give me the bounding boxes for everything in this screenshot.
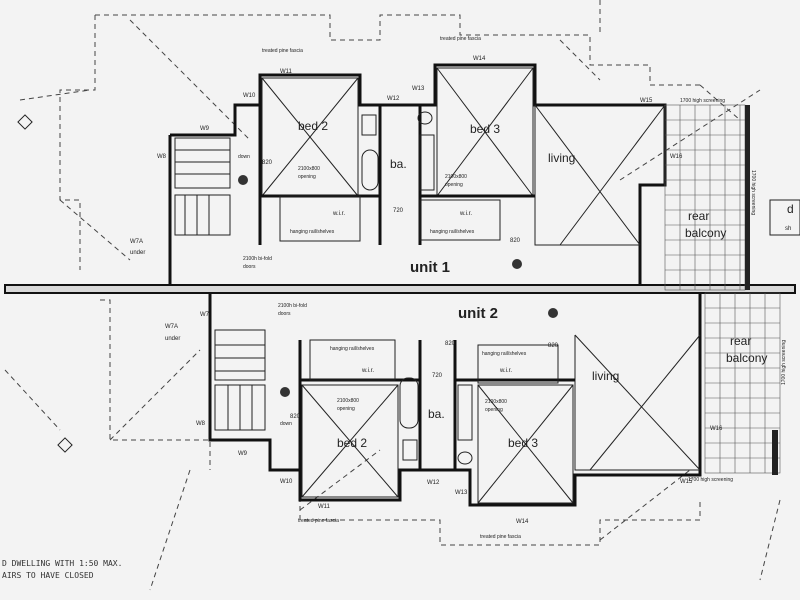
- unit2-title: unit 2: [458, 305, 498, 322]
- u2-w15: W15: [680, 479, 693, 485]
- unit1-balcony-label: balcony: [685, 226, 726, 240]
- u1-w8: W8: [157, 154, 167, 160]
- u1-w7a-under: under: [130, 250, 145, 256]
- unit2-balcony-grid: [704, 292, 781, 474]
- door-820-4: 820: [290, 414, 301, 420]
- unit1-title: unit 1: [410, 259, 450, 276]
- note-line-2: AIRS TO HAVE CLOSED: [2, 571, 94, 580]
- wir-1: w.i.r.: [332, 211, 345, 217]
- stair-down-2: down: [280, 421, 292, 427]
- u1-w9: W9: [200, 126, 210, 132]
- fascia-note-3: treated pine fascia: [298, 518, 339, 524]
- unit-1-plan: [168, 63, 800, 291]
- door-820-1: 820: [262, 160, 273, 166]
- u2-w7a-under: under: [165, 336, 180, 342]
- screening-1: 1700 high screening: [680, 98, 725, 104]
- party-wall: [4, 284, 796, 294]
- labels: unit 1 unit 2 bed 2 bed 3 ba. living rea…: [2, 36, 794, 580]
- edge-label-d: d: [787, 202, 794, 216]
- u2-w8: W8: [196, 421, 206, 427]
- wir-4: w.i.r.: [499, 368, 512, 374]
- screening-3: 1700 high screening: [688, 477, 733, 483]
- u2-w12: W12: [427, 480, 440, 486]
- u1-w16: W16: [670, 154, 683, 160]
- wir-2: w.i.r.: [459, 211, 472, 217]
- opening-2b: opening: [445, 182, 463, 188]
- door-720-1: 720: [393, 208, 404, 214]
- u2-w10: W10: [280, 479, 293, 485]
- unit2-bath-label: ba.: [428, 407, 445, 421]
- opening-4b: opening: [485, 407, 503, 413]
- opening-3a: 2100x800: [337, 398, 359, 404]
- unit2-bed3-label: bed 3: [508, 436, 538, 450]
- unit2-rear-label: rear: [730, 334, 751, 348]
- u2-w7a: W7A: [165, 324, 178, 330]
- u2-w14: W14: [516, 519, 529, 525]
- u2-w11: W11: [318, 504, 331, 510]
- opening-1b: opening: [298, 174, 316, 180]
- hanging-4: hanging rail/shelves: [482, 351, 527, 357]
- door-820-2: 820: [510, 238, 521, 244]
- unit1-bed3-label: bed 3: [470, 122, 500, 136]
- u1-w13: W13: [412, 86, 425, 92]
- unit-2-plan: [208, 292, 781, 507]
- u1-w11: W11: [280, 69, 293, 75]
- unit1-living-label: living: [548, 151, 575, 165]
- door-820-5: 820: [445, 341, 456, 347]
- opening-4a: 2100x800: [485, 399, 507, 405]
- u1-w14: W14: [473, 56, 486, 62]
- u2-w16: W16: [710, 426, 723, 432]
- unit2-living-label: living: [592, 369, 619, 383]
- unit1-bath-label: ba.: [390, 157, 407, 171]
- u1-w12: W12: [387, 96, 400, 102]
- edge-label-sh: sh: [785, 226, 791, 232]
- unit1-rear-label: rear: [688, 209, 709, 223]
- opening-1a: 2100x800: [298, 166, 320, 172]
- u2-w13: W13: [455, 490, 468, 496]
- opening-3b: opening: [337, 406, 355, 412]
- u2-w9: W9: [238, 451, 248, 457]
- screening-4: 1700 high screening: [781, 340, 787, 385]
- unit2-bed3-area: [477, 384, 574, 504]
- builtin-1a: 2100h bi-fold: [243, 256, 272, 262]
- fascia-note-4: treated pine fascia: [480, 534, 521, 540]
- hanging-2: hanging rail/shelves: [430, 229, 475, 235]
- wir-3: w.i.r.: [361, 368, 374, 374]
- opening-2a: 2100x800: [445, 174, 467, 180]
- note-line-1: D DWELLING WITH 1:50 MAX.: [2, 559, 122, 568]
- builtin-2b: doors: [278, 311, 291, 317]
- screening-2: 1700 high screening: [750, 170, 756, 215]
- unit1-balcony-grid: [664, 104, 746, 291]
- hanging-1: hanging rail/shelves: [290, 229, 335, 235]
- builtin-2a: 2100h bi-fold: [278, 303, 307, 309]
- unit1-bed2-label: bed 2: [298, 119, 328, 133]
- door-720-2: 720: [432, 373, 443, 379]
- fascia-note-1: treated pine fascia: [262, 48, 303, 54]
- stair-down-1: down: [238, 154, 250, 160]
- u2-w7: W7: [200, 312, 210, 318]
- builtin-1b: doors: [243, 264, 256, 270]
- door-820-3: 820: [548, 343, 559, 349]
- unit2-balcony-label: balcony: [726, 351, 767, 365]
- u1-w15: W15: [640, 98, 653, 104]
- u1-w7a: W7A: [130, 239, 143, 245]
- unit2-bed2-area: [301, 384, 399, 498]
- hanging-3: hanging rail/shelves: [330, 346, 375, 352]
- u1-w10: W10: [243, 93, 256, 99]
- fascia-note-2: treated pine fascia: [440, 36, 481, 42]
- unit2-bed2-label: bed 2: [337, 436, 367, 450]
